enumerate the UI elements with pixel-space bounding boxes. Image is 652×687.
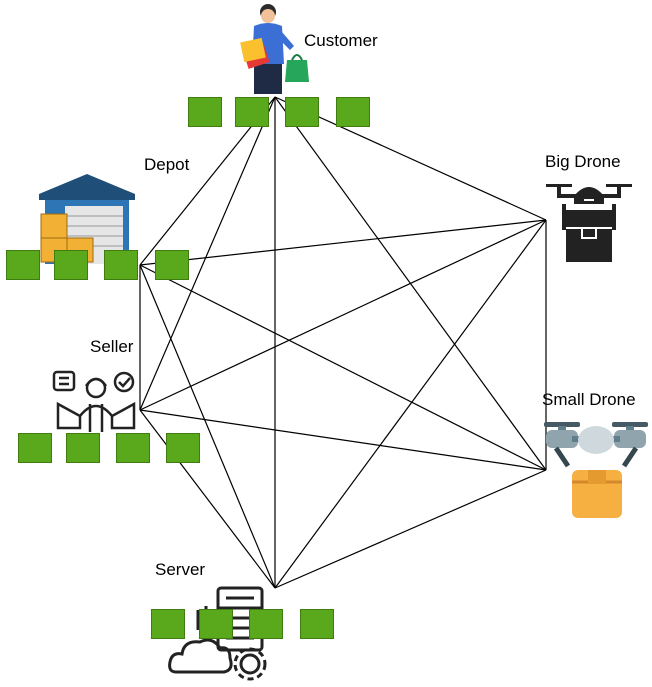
edge-seller-small_drone	[139, 409, 547, 471]
small-drone-icon	[544, 422, 648, 518]
big-drone-icon	[546, 184, 632, 262]
seller-port	[18, 433, 52, 463]
customer-port	[336, 97, 370, 127]
depot-port	[54, 250, 88, 280]
small-drone-label: Small Drone	[542, 390, 636, 409]
depot-port	[6, 250, 40, 280]
seller-port	[66, 433, 100, 463]
edge-depot-small_drone	[139, 264, 547, 471]
edge-customer-seller	[139, 96, 276, 411]
customer-port	[235, 97, 269, 127]
edge-seller-server	[139, 409, 276, 589]
depot-port	[155, 250, 189, 280]
depot-label: Depot	[144, 155, 190, 174]
edge-server-big_drone	[274, 219, 547, 589]
edge-depot-server	[139, 264, 276, 589]
server-port	[151, 609, 185, 639]
customer-port	[285, 97, 319, 127]
customer-label: Customer	[304, 31, 378, 50]
seller-port	[166, 433, 200, 463]
server-port	[249, 609, 283, 639]
edge-seller-big_drone	[139, 219, 547, 411]
seller-label: Seller	[90, 337, 134, 356]
server-label: Server	[155, 560, 206, 579]
edge-customer-big_drone	[274, 96, 547, 221]
customer-port	[188, 97, 222, 127]
seller-icon	[52, 370, 136, 432]
server-port	[300, 609, 334, 639]
edge-depot-big_drone	[139, 219, 547, 266]
server-port	[199, 609, 233, 639]
depot-port	[104, 250, 138, 280]
seller-port	[116, 433, 150, 463]
shopper-icon	[240, 4, 309, 94]
edge-server-small_drone	[274, 469, 547, 589]
big-drone-label: Big Drone	[545, 152, 621, 171]
